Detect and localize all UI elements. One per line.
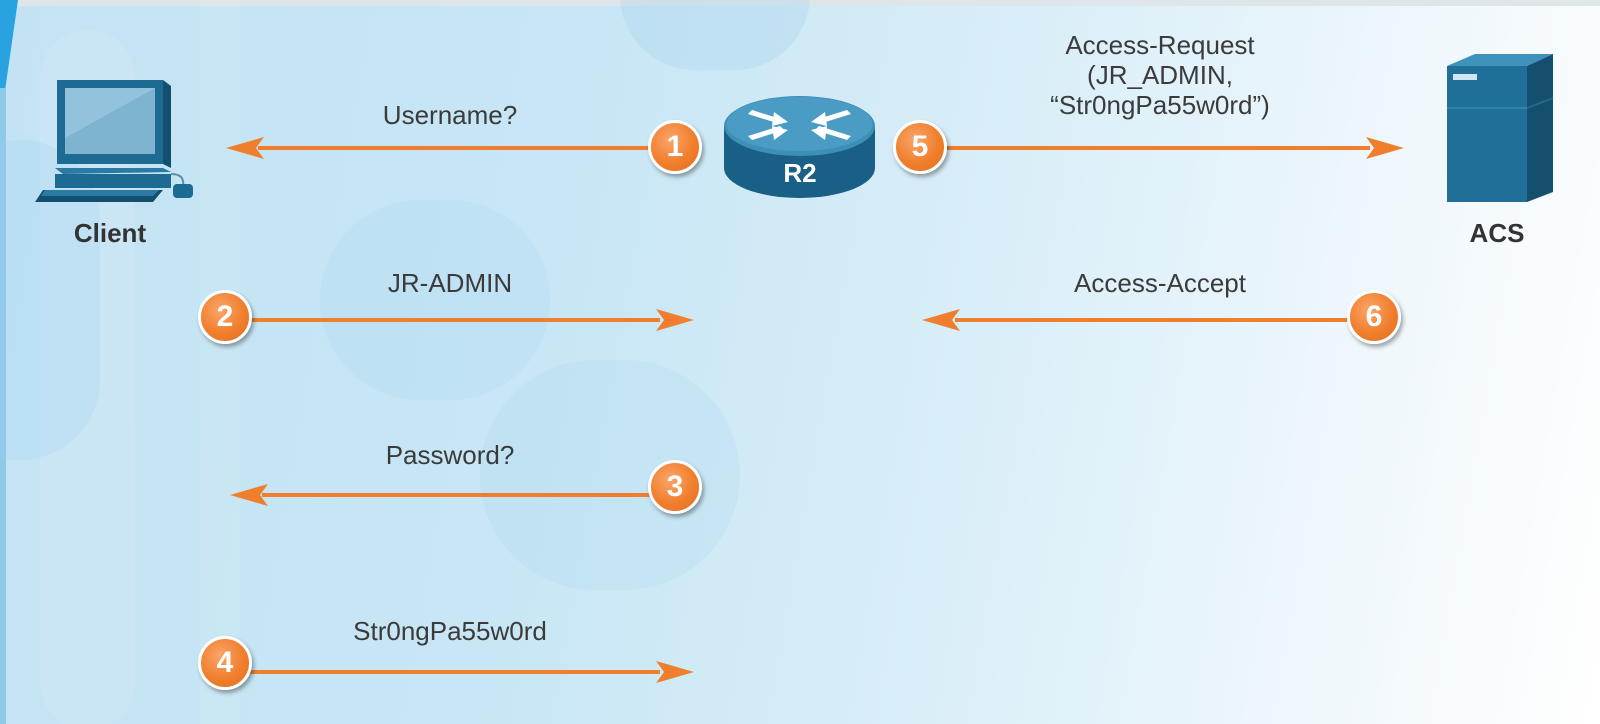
step-1-badge: 1 — [648, 120, 702, 174]
step-4-badge: 4 — [198, 636, 252, 690]
arrowhead-step-2 — [656, 309, 694, 331]
arrowhead-step-6 — [922, 309, 960, 331]
step-4-label: Str0ngPa55w0rd — [353, 616, 547, 646]
acs-label: ACS — [1469, 218, 1525, 248]
step-6-badge: 6 — [1347, 290, 1401, 344]
step-3-label: Password? — [385, 440, 515, 470]
arrowhead-step-1 — [226, 137, 264, 159]
step-5-label: Access-Request (JR_ADMIN, “Str0ngPa55w0r… — [1010, 30, 1310, 120]
step-6-label: Access-Accept — [1074, 268, 1246, 298]
step-3-badge: 3 — [648, 460, 702, 514]
step-2-label: JR-ADMIN — [387, 268, 513, 298]
step-5-label-line-1: Access-Request — [1065, 30, 1255, 60]
arrowhead-step-5 — [1366, 137, 1404, 159]
left-strip — [0, 88, 6, 724]
arrowhead-step-4 — [656, 661, 694, 683]
step-5-badge: 5 — [893, 120, 947, 174]
step-2-badge: 2 — [198, 290, 252, 344]
step-5-label-line-3: “Str0ngPa55w0rd”) — [1050, 90, 1270, 120]
top-border — [0, 0, 1600, 6]
step-1-label: Username? — [382, 100, 518, 130]
arrowhead-step-3 — [230, 484, 268, 506]
step-5-label-line-2: (JR_ADMIN, — [1087, 60, 1233, 90]
router-label: R2 — [783, 158, 817, 188]
client-label: Client — [73, 218, 147, 248]
